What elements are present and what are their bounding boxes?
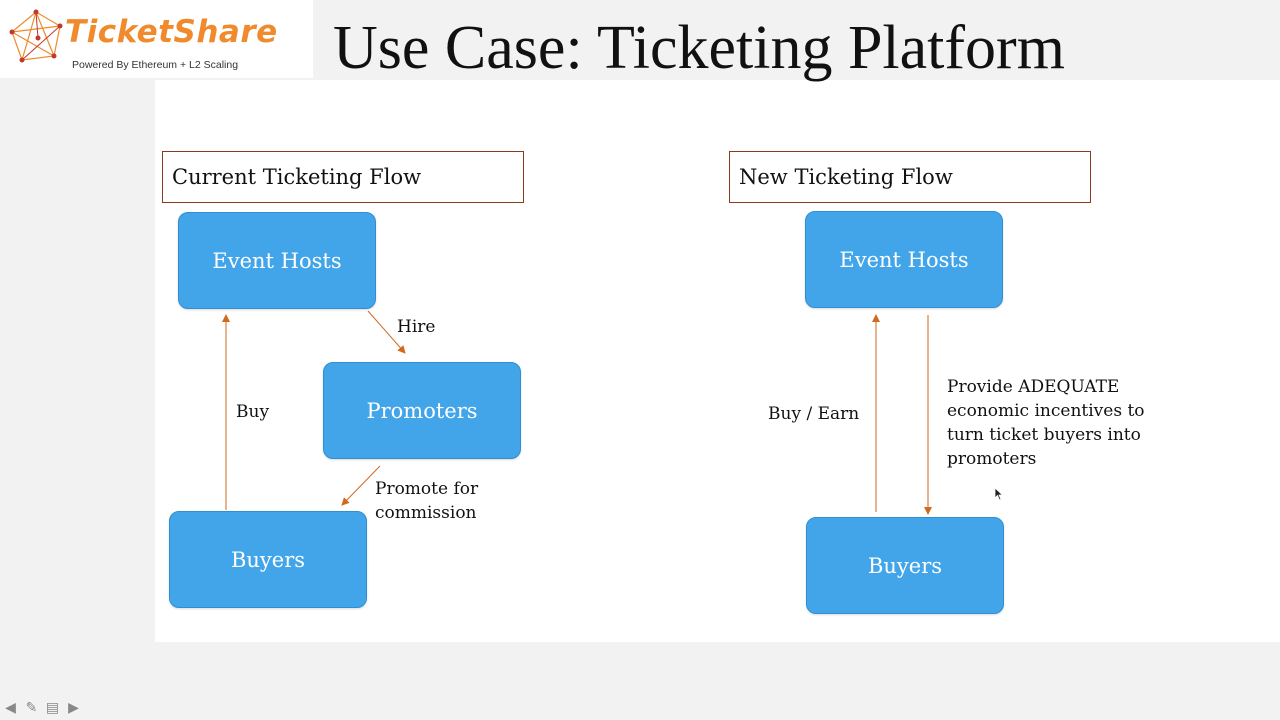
pen-icon[interactable]: ✎ [25,700,38,716]
page-title: Use Case: Ticketing Platform [333,14,1065,82]
logo-mark-icon [9,9,63,63]
slide-nav-bar: ◀ ✎ ▤ ▶ [2,700,82,716]
menu-icon[interactable]: ▤ [45,700,60,716]
current-flow-title: Current Ticketing Flow [162,151,524,203]
incentives-label: Provide ADEQUATE economic incentives to … [947,377,1145,469]
promote-label: Promote for commission [375,479,479,523]
new-flow-title: New Ticketing Flow [729,151,1091,203]
new-buyers-node: Buyers [806,517,1004,614]
current-promoters-node: Promoters [323,362,521,459]
prev-icon[interactable]: ◀ [5,700,16,716]
buy-label: Buy [236,402,270,422]
logo-tagline: Powered By Ethereum + L2 Scaling [72,59,239,71]
current-event-hosts-node: Event Hosts [178,212,376,309]
new-event-hosts-node: Event Hosts [805,211,1003,308]
logo: TicketShare Powered By Ethereum + L2 Sca… [0,0,313,78]
mouse-cursor-icon [994,487,1004,501]
promote-arrow [341,465,381,506]
hire-label: Hire [397,317,436,337]
current-buyers-node: Buyers [169,511,367,608]
buy-earn-label: Buy / Earn [768,404,860,424]
hire-arrow [367,310,406,354]
next-icon[interactable]: ▶ [68,700,79,716]
logo-name: TicketShare [65,14,278,50]
